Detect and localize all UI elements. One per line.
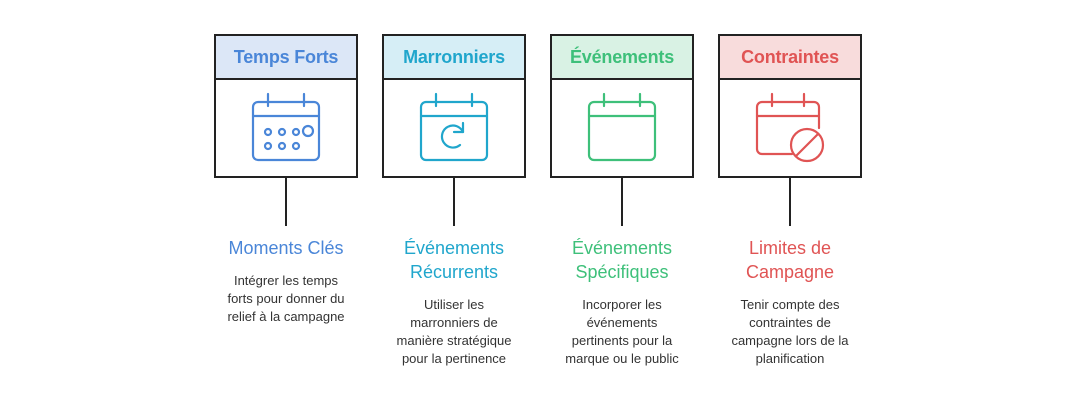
connector-line	[621, 178, 623, 226]
card-header: Marronniers	[382, 34, 526, 80]
desc-line: forts pour donner du	[227, 291, 345, 306]
info-title-line: Limites de	[748, 238, 832, 258]
info-title-line: Événements	[571, 238, 673, 258]
card-header: Temps Forts	[214, 34, 358, 80]
info-description: Incorporer les événements pertinents pou…	[532, 296, 712, 368]
card-contraintes: Contraintes	[718, 34, 862, 178]
info-title-line: Campagne	[745, 262, 835, 282]
desc-line: pertinents pour la	[571, 333, 673, 348]
card-temps-forts: Temps Forts	[214, 34, 358, 178]
card-body	[382, 80, 526, 178]
card-body	[214, 80, 358, 178]
card-evenements: Événements	[550, 34, 694, 178]
connector-line	[285, 178, 287, 226]
calendar-refresh-icon	[419, 92, 489, 162]
info-moments-cles: Moments Clés Intégrer les temps forts po…	[196, 236, 376, 326]
desc-line: événements	[586, 315, 658, 330]
info-title-line: Moments Clés	[228, 238, 344, 258]
info-title: Moments Clés	[196, 236, 376, 260]
connector-line	[453, 178, 455, 226]
card-body	[718, 80, 862, 178]
desc-line: pour la pertinence	[401, 351, 507, 366]
desc-line: marronniers de	[410, 315, 498, 330]
desc-line: planification	[755, 351, 825, 366]
info-title-line: Événements	[403, 238, 505, 258]
desc-line: Intégrer les temps	[233, 273, 339, 288]
info-description: Utiliser les marronniers de manière stra…	[364, 296, 544, 368]
calendar-forbidden-icon	[755, 92, 825, 163]
info-title-line: Spécifiques	[575, 262, 669, 282]
info-title: Événements Spécifiques	[532, 236, 712, 284]
card-header: Contraintes	[718, 34, 862, 80]
info-title: Événements Récurrents	[364, 236, 544, 284]
info-limites-campagne: Limites de Campagne Tenir compte des con…	[700, 236, 880, 368]
desc-line: Tenir compte des	[740, 297, 840, 312]
desc-line: manière stratégique	[396, 333, 512, 348]
desc-line: relief à la campagne	[227, 309, 345, 324]
desc-line: contraintes de	[749, 315, 831, 330]
card-body	[550, 80, 694, 178]
info-title-line: Récurrents	[409, 262, 499, 282]
calendar-blank-icon	[587, 92, 657, 162]
calendar-dots-icon	[251, 92, 321, 162]
desc-line: marque ou le public	[565, 351, 679, 366]
info-evenements-recurrents: Événements Récurrents Utiliser les marro…	[364, 236, 544, 368]
info-description: Intégrer les temps forts pour donner du …	[196, 272, 376, 326]
connector-line	[789, 178, 791, 226]
info-description: Tenir compte des contraintes de campagne…	[700, 296, 880, 368]
card-header: Événements	[550, 34, 694, 80]
info-evenements-specifiques: Événements Spécifiques Incorporer les év…	[532, 236, 712, 368]
desc-line: campagne lors de la	[731, 333, 849, 348]
desc-line: Incorporer les	[582, 297, 662, 312]
info-title: Limites de Campagne	[700, 236, 880, 284]
card-marronniers: Marronniers	[382, 34, 526, 178]
desc-line: Utiliser les	[424, 297, 484, 312]
